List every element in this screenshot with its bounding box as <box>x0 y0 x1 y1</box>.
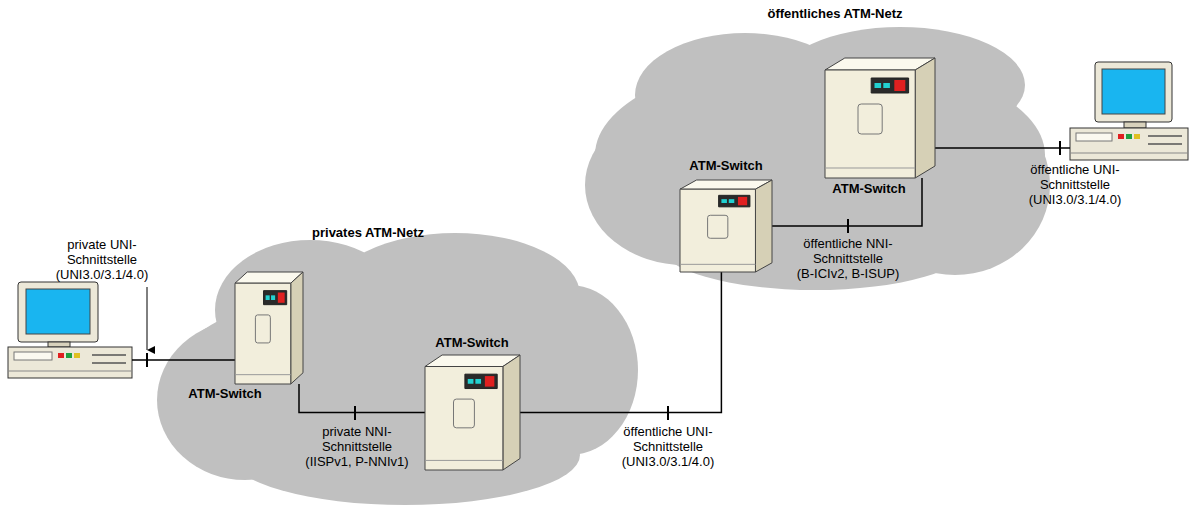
pc-icon-part <box>48 342 70 347</box>
switch-part <box>264 291 287 305</box>
text-run: (UNI3.0/3.1/4.0) <box>622 454 715 469</box>
pc-icon-part <box>1134 134 1140 139</box>
atm-switch: ATM-Switch <box>235 272 303 384</box>
pointer-arrow-part <box>147 287 148 350</box>
switch-part <box>425 460 503 461</box>
switch-part <box>255 315 270 343</box>
atm-switch: ATM-Switch <box>425 355 520 470</box>
switch-part <box>825 168 915 169</box>
access-line-part <box>934 147 1070 149</box>
pc-icon <box>1070 62 1188 160</box>
pc-icon-part <box>1070 153 1188 154</box>
switch-part <box>235 283 291 384</box>
pc-icon-part <box>18 282 98 342</box>
switch-part <box>708 215 728 238</box>
text-run: (UNI3.0/3.1/4.0) <box>56 267 149 282</box>
switch-part <box>729 199 735 203</box>
pc-icon-part <box>1095 62 1172 122</box>
switch-label: ATM-Switch <box>689 158 762 173</box>
switch-part <box>465 374 497 388</box>
switch-part <box>454 399 475 428</box>
pc-icon-part <box>58 353 64 358</box>
switch-part <box>755 180 772 272</box>
switch-part <box>235 374 291 375</box>
switch-part <box>468 379 474 384</box>
interface-tick-part <box>146 353 148 367</box>
pc-icon-part <box>1118 134 1124 139</box>
network-title: öffentliches ATM-Netz <box>767 6 902 21</box>
interface-label: private NNI-Schnittstelle (IISPv1, P-NNI… <box>295 424 420 469</box>
pc-icon-part <box>92 362 126 364</box>
switch-part <box>425 367 503 471</box>
switch-label: ATM-Switch <box>832 181 905 196</box>
switch-part <box>680 189 755 272</box>
interface-label: öffentliche UNI-Schnittstelle (UNI3.0/3.… <box>606 424 731 469</box>
interface-label: öffentliche NNI-Schnittstelle (B-ICIv2, … <box>786 236 911 281</box>
switch-part <box>266 295 270 300</box>
pc-icon-part <box>26 289 90 334</box>
pc-icon-part <box>66 353 72 358</box>
pc-icon-part <box>8 371 132 372</box>
switch-part <box>485 376 495 387</box>
switch-icon <box>825 58 935 178</box>
switch-icon <box>680 180 772 272</box>
switch-label: ATM-Switch <box>435 335 508 350</box>
switch-part <box>825 70 915 178</box>
switch-part <box>894 80 905 91</box>
switch-label: ATM-Switch <box>188 386 261 401</box>
pc-icon-part <box>92 354 126 356</box>
pc-icon-part <box>1126 134 1132 139</box>
switch-part <box>503 355 520 470</box>
switch-part <box>875 83 882 88</box>
atm-switch: ATM-Switch <box>825 58 935 178</box>
pc-icon <box>8 282 132 378</box>
interface-label: private UNI-Schnittstelle (UNI3.0/3.1/4.… <box>40 237 165 282</box>
switch-icon <box>425 355 520 470</box>
switch-part <box>858 104 882 134</box>
switch-part <box>271 295 275 300</box>
text-run: (IISPv1, P-NNIv1) <box>305 454 408 469</box>
switch-part <box>719 195 750 207</box>
pc-icon-part <box>1102 69 1165 114</box>
pc-icon-part <box>14 352 52 360</box>
switch-part <box>278 293 285 303</box>
switch-part <box>883 83 890 88</box>
switch-part <box>738 197 747 205</box>
pc-icon-part <box>8 347 132 378</box>
network-title: privates ATM-Netz <box>312 225 424 240</box>
switch-part <box>291 272 303 384</box>
switch-part <box>915 58 935 178</box>
switch-icon <box>235 272 303 384</box>
text-run: (UNI3.0/3.1/4.0) <box>1029 192 1122 207</box>
switch-part <box>475 379 481 384</box>
pc-icon-part <box>74 353 80 358</box>
atm-switch: ATM-Switch <box>680 180 772 272</box>
pc-icon-part <box>1148 135 1182 137</box>
text-run: (B-ICIv2, B-ISUP) <box>797 266 900 281</box>
interface-label: öffentliche UNI-Schnittstelle (UNI3.0/3.… <box>1013 162 1138 207</box>
interface-tick-part <box>1059 141 1061 155</box>
pc-icon-part <box>1124 122 1146 128</box>
pc-icon-part <box>1076 133 1112 141</box>
cloud-lobe <box>230 405 580 505</box>
switch-part <box>721 199 727 203</box>
switch-part <box>871 78 908 93</box>
pc-icon-part <box>1148 143 1182 145</box>
pointer-arrow <box>147 287 148 350</box>
switch-part <box>680 264 755 265</box>
pc-icon-part <box>1070 128 1188 160</box>
